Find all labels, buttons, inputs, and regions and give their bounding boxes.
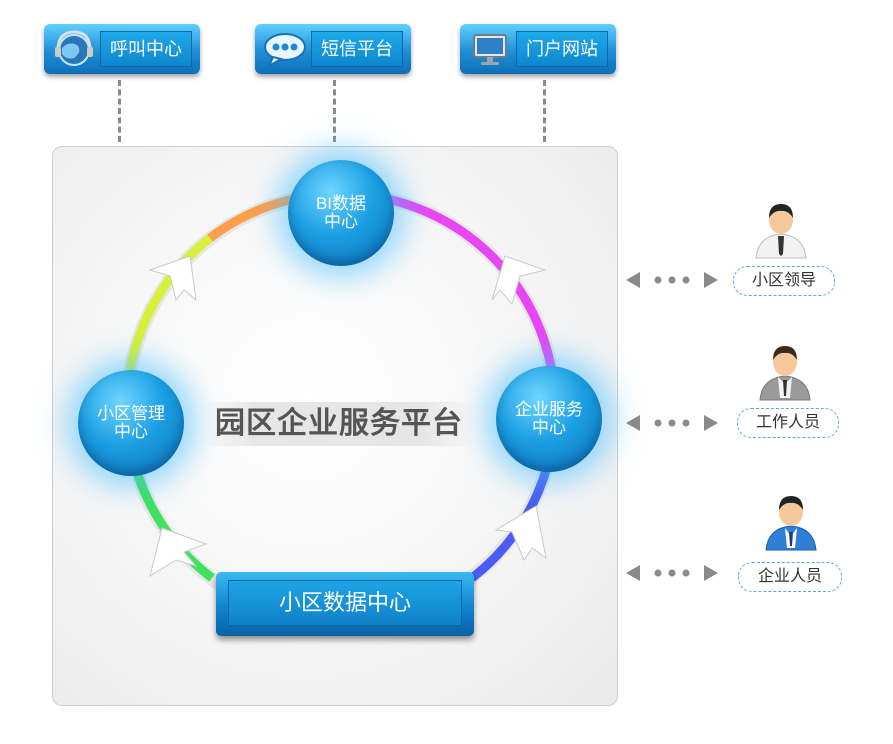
bi-data-center-node[interactable]: BI数据 中心 xyxy=(288,160,394,266)
community-data-center-label: 小区数据中心 xyxy=(228,580,462,626)
enterprise-service-center-node[interactable]: 企业服务 中心 xyxy=(496,366,602,472)
role-staff: 工作人员 xyxy=(737,408,839,438)
portal-website-button[interactable]: 门户网站 xyxy=(460,24,616,74)
community-data-center-button[interactable]: 小区数据中心 xyxy=(216,572,474,636)
portal-website-label: 门户网站 xyxy=(516,31,608,67)
community-mgmt-line2: 中心 xyxy=(114,422,148,441)
community-mgmt-line1: 小区管理 xyxy=(97,404,165,423)
bi-node-line2: 中心 xyxy=(324,212,358,231)
enterprise-avatar-icon xyxy=(765,496,817,551)
community-management-center-node[interactable]: 小区管理 中心 xyxy=(78,370,184,476)
call-center-button[interactable]: 呼叫中心 xyxy=(44,24,200,74)
role-enterprise-staff: 企业人员 xyxy=(738,562,842,592)
platform-title: 园区企业服务平台 xyxy=(200,402,478,446)
cycle-arrow-upper-left xyxy=(148,255,197,302)
connector-sms xyxy=(333,80,336,142)
double-arrow-staff xyxy=(626,415,718,431)
bi-node-line1: BI数据 xyxy=(315,194,367,213)
call-center-label: 呼叫中心 xyxy=(100,31,192,67)
cycle-arrow-lower-left xyxy=(149,527,208,578)
double-arrow-leader xyxy=(626,272,718,288)
role-community-leader: 小区领导 xyxy=(733,266,835,296)
leader-avatar-icon xyxy=(755,204,807,259)
globe-headset-icon xyxy=(55,30,93,66)
staff-avatar-icon xyxy=(759,346,811,401)
connector-call-center xyxy=(118,80,121,142)
sms-platform-button[interactable]: 短信平台 xyxy=(255,24,411,74)
monitor-icon xyxy=(473,34,507,65)
cycle-arrow-upper-right xyxy=(491,255,547,306)
chat-bubble-icon xyxy=(264,33,306,68)
cycle-arrow-lower-right xyxy=(494,505,547,562)
sms-platform-label: 短信平台 xyxy=(311,31,403,67)
enterprise-service-line1: 企业服务 xyxy=(515,400,583,419)
double-arrow-enterprise xyxy=(626,565,718,581)
enterprise-service-line2: 中心 xyxy=(532,418,566,437)
connector-portal xyxy=(543,80,546,142)
